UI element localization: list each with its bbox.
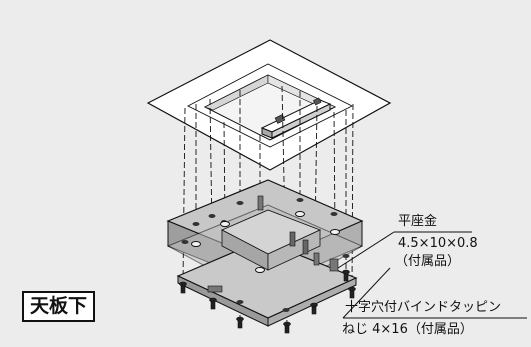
mounting-plate-assembly <box>166 179 364 327</box>
washer <box>220 221 230 227</box>
washer <box>295 211 305 217</box>
washer-spec: 4.5×10×0.8 <box>398 236 478 251</box>
screw <box>179 281 187 294</box>
washer-note: （付属品） <box>395 254 461 269</box>
washer <box>330 229 340 235</box>
screw <box>209 297 217 310</box>
ceiling-panel <box>146 39 392 171</box>
screw <box>342 269 350 282</box>
screw-spec: ねじ 4×16（付属品） <box>342 322 473 337</box>
washer-name: 平座金 <box>398 214 438 229</box>
washer-leader <box>337 231 472 269</box>
washer <box>191 241 201 247</box>
washer <box>255 267 265 273</box>
screw <box>236 316 244 329</box>
screw-name: 十字穴付バインドタッピン <box>345 300 502 315</box>
screws <box>179 269 356 334</box>
screw <box>348 286 356 299</box>
position-label: 天板下 <box>22 291 96 322</box>
flat-washers <box>191 211 340 273</box>
screw <box>310 302 318 315</box>
screw-leader <box>342 267 527 319</box>
screw <box>283 321 291 334</box>
device-rail <box>260 97 332 139</box>
